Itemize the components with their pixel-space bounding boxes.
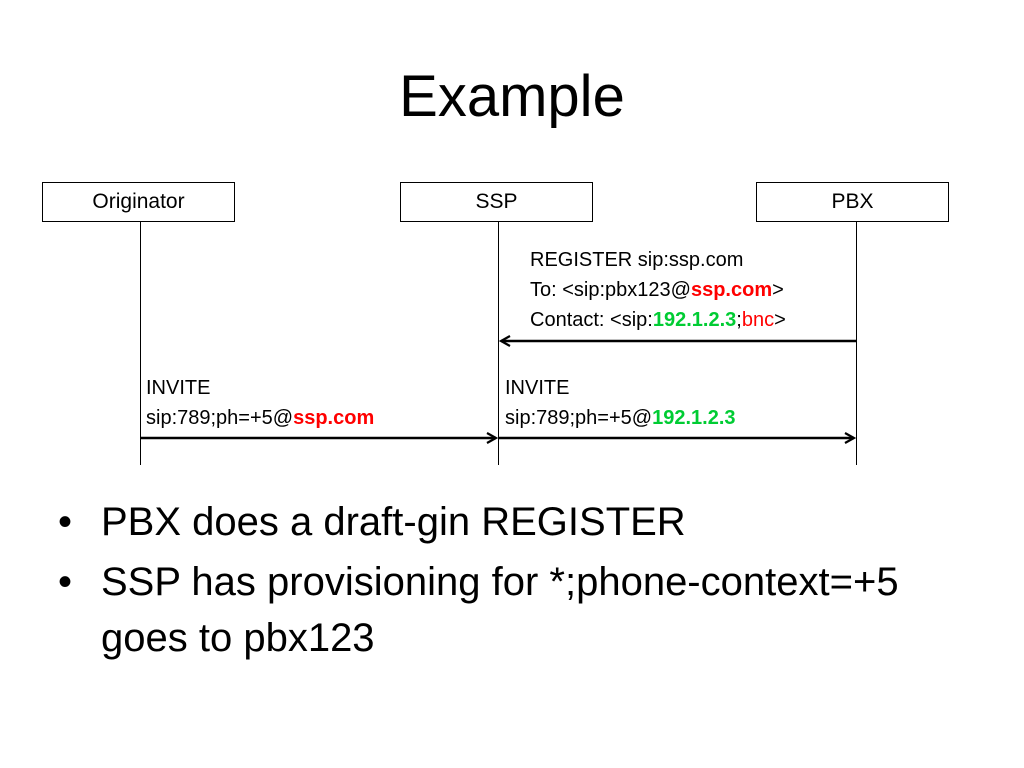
originator-box: Originator: [42, 182, 235, 222]
invite-to-ssp-uri: sip:789;ph=+5@ssp.com: [146, 403, 374, 433]
register-contact-suffix: >: [774, 309, 786, 331]
register-contact-ip: 192.1.2.3: [652, 309, 737, 331]
pbx-box: PBX: [756, 182, 949, 222]
register-to-prefix: To: <sip:pbx123@: [530, 279, 691, 301]
invite-to-pbx-uri-host: 192.1.2.3: [652, 407, 736, 429]
bullet-text: PBX does a draft-gin REGISTER: [101, 500, 686, 544]
bullet-item: • PBX does a draft-gin REGISTER: [58, 494, 988, 550]
pbx-lifeline: [856, 222, 857, 465]
invite-to-pbx-method: INVITE: [505, 377, 570, 399]
bullet-icon: •: [58, 500, 73, 544]
bullet-text: SSP has provisioning for *;phone-context…: [101, 560, 899, 660]
register-to-domain: ssp.com: [690, 279, 773, 301]
bullet-item: • SSP has provisioning for *;phone-conte…: [58, 554, 988, 666]
register-contact-sep: ;: [736, 309, 742, 331]
register-to-suffix: >: [772, 279, 784, 301]
register-contact-param: bnc: [741, 309, 775, 331]
register-message-label: REGISTER sip:ssp.com To: <sip:pbx123@ssp…: [530, 245, 786, 335]
invite-to-ssp-method: INVITE: [146, 377, 211, 399]
register-contact-line: Contact: <sip:192.1.2.3;bnc>: [530, 305, 786, 335]
register-line: REGISTER sip:ssp.com: [530, 249, 744, 271]
slide-title: Example: [399, 64, 625, 129]
register-to-line: To: <sip:pbx123@ssp.com>: [530, 275, 786, 305]
invite-to-pbx-label: INVITE sip:789;ph=+5@192.1.2.3: [505, 373, 736, 433]
invite-to-ssp-label: INVITE sip:789;ph=+5@ssp.com: [146, 373, 374, 433]
ssp-lifeline: [498, 222, 499, 465]
bullet-list: • PBX does a draft-gin REGISTER • SSP ha…: [58, 494, 988, 670]
register-contact-prefix: Contact: <sip:: [530, 309, 653, 331]
invite-to-ssp-uri-prefix: sip:789;ph=+5@: [146, 407, 294, 429]
invite-to-ssp-uri-host: ssp.com: [293, 407, 375, 429]
invite-to-pbx-uri-prefix: sip:789;ph=+5@: [505, 407, 653, 429]
ssp-box: SSP: [400, 182, 593, 222]
bullet-icon: •: [58, 560, 73, 604]
invite-to-pbx-uri: sip:789;ph=+5@192.1.2.3: [505, 403, 736, 433]
originator-lifeline: [140, 222, 141, 465]
